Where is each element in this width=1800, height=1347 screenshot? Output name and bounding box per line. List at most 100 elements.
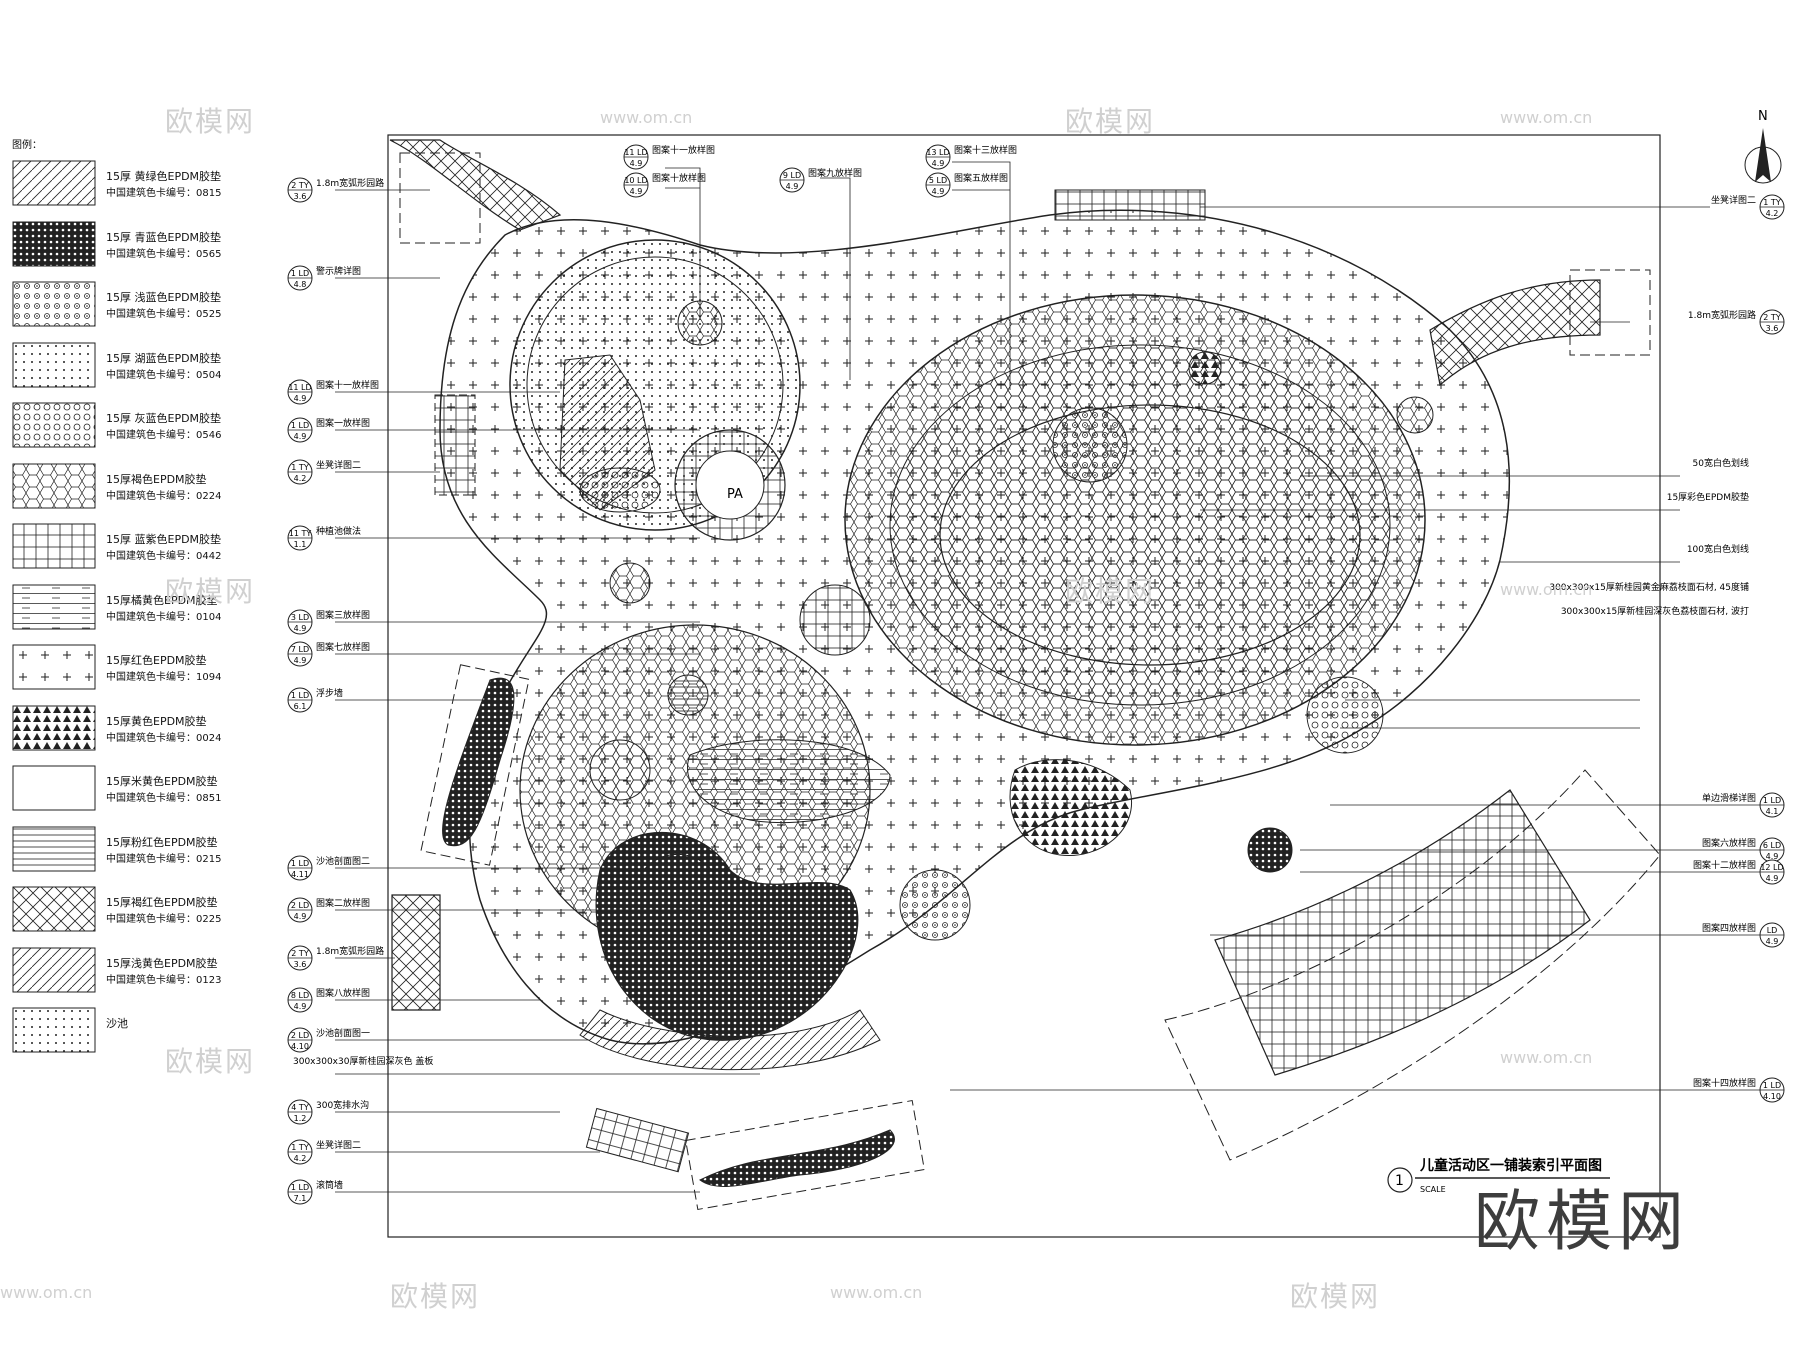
legend-item: 15厚浅黄色EPDM胶垫中国建筑色卡编号：0123 [12,947,342,995]
callout-sheet: 7.1 [294,1194,307,1203]
callout-ref: 2 LD [291,1031,309,1040]
callout-sheet: 3.6 [294,960,307,969]
legend-item: 15厚米黄色EPDM胶垫中国建筑色卡编号：0851 [12,765,342,813]
callout-text: 图案十一放样图 [652,144,715,156]
legend-item-code: 中国建筑色卡编号：0104 [106,611,222,623]
watermark-big: 欧模网 [1474,1183,1690,1260]
callout-ref: 1 LD [1763,796,1781,805]
path-frame-top-left [399,152,481,244]
legend-item-code: 中国建筑色卡编号：0504 [106,369,222,381]
large-ellipse-inner [939,404,1361,666]
legend-item: 15厚粉红色EPDM胶垫中国建筑色卡编号：0215 [12,826,342,874]
legend-item-code: 中国建筑色卡编号：0815 [106,188,222,199]
callout-sheet: 4.9 [1766,852,1779,861]
callout-sheet: 4.8 [294,280,307,289]
callout-text: 50宽白色划线 [1693,457,1749,469]
legend-item-code: 中国建筑色卡编号：0225 [106,914,222,925]
circle-ring-upper-left [526,256,784,514]
callout-ref: 3 LD [291,613,309,622]
callout-sheet: 4.9 [294,394,307,403]
callout-ref: 2 LD [291,901,309,910]
patch-planks [687,739,891,823]
legend-item-code: 中国建筑色卡编号：0565 [106,248,222,260]
legend-item-code: 中国建筑色卡编号：1094 [106,672,222,683]
north-label: N [1758,109,1768,124]
round-feature-6 [1396,396,1434,434]
callout-sheet: 4.9 [1766,874,1779,883]
callout-ref: 6 LD [1763,841,1781,850]
callout-right_callouts: 300x300x15厚新桂园深灰色荔枝面石材, 波打 [1561,605,1749,617]
callout-sheet: 4.11 [291,870,309,879]
callout-right_callouts: 300x300x15厚新桂园黄金麻荔枝面石材, 45度铺 [1549,581,1749,593]
legend-item: 15厚 灰蓝色EPDM胶垫中国建筑色卡编号：0546 [12,402,342,450]
callout-ref: 8 LD [291,991,309,1000]
callout-ref: 1 LD [291,1183,309,1192]
leader-lines [335,161,1760,1193]
title-block: 1 儿童活动区一铺装索引平面图 SCALE [1387,1157,1610,1194]
round-feature-8 [899,869,971,941]
callout-text: 图案十四放样图 [1693,1077,1756,1089]
callout-text: 图案四放样图 [1702,922,1756,934]
slide [1247,827,1293,873]
callout-text: 图案十二放样图 [1693,859,1756,871]
path-left-bottom [391,894,441,1011]
callout-ref: 1 TY [1763,198,1781,207]
legend-swatch [12,1007,96,1053]
legend-item-code: 中国建筑色卡编号：0215 [106,853,222,865]
round-feature-2 [609,562,651,604]
legend-swatch [12,705,96,750]
legend-swatch [12,947,96,992]
legend-swatch [12,281,96,327]
legend-item: 15厚 黄绿色EPDM胶垫中国建筑色卡编号：0815 [12,160,342,208]
callout-left_callouts: 300x300x30厚新桂园深灰色 盖板 [293,1055,433,1067]
callout-sheet: 1.1 [294,540,307,549]
legend-item-name: 15厚褐色EPDM胶垫 [106,472,207,486]
callout-left_callouts: 11 LD 4.9 图案十一放样图 [287,379,379,405]
rolling-wall-bottom [699,1129,895,1187]
callout-right_callouts: 50宽白色划线 [1693,457,1749,469]
pa-label: PA [727,487,743,502]
callout-text: 100宽白色划线 [1687,543,1749,555]
legend-item-name: 15厚 灰蓝色EPDM胶垫 [106,412,222,425]
callout-text: 坐凳详图二 [1711,194,1756,206]
callout-ref: 11 LD [288,383,311,392]
callout-text: 图案十一放样图 [316,379,379,391]
legend-item: 15厚 湖蓝色EPDM胶垫中国建筑色卡编号：0504 [12,342,342,390]
callout-right_callouts: 2 TY3.61.8m宽弧形园路 [1688,309,1785,335]
round-feature-7 [799,584,871,656]
callout-sheet: 3.6 [294,192,307,201]
legend-item-name: 15厚红色EPDM胶垫 [106,654,207,667]
callout-ref: 1 LD [1763,1081,1781,1090]
rolling-wall-bottom-frame [685,1099,925,1211]
legend-item: 沙池 [12,1007,342,1055]
legend-item-name: 15厚橘黄色EPDM胶垫 [106,593,218,607]
north-arrow: N [1744,109,1782,184]
legend-item: 15厚红色EPDM胶垫中国建筑色卡编号：1094 [12,644,342,692]
legend-item-code: 中国建筑色卡编号：0546 [106,430,222,441]
callout-sheet: 4.9 [294,624,307,633]
callout-text: 警示牌详图 [316,265,361,277]
legend-swatch [12,402,96,448]
round-feature-3 [1052,407,1128,483]
legend-swatch [12,765,96,811]
sheet-frame [387,134,1661,1238]
callout-text: 图案五放样图 [954,172,1008,184]
legend-item-name: 15厚 湖蓝色EPDM胶垫 [106,351,222,365]
legend-item: 15厚橘黄色EPDM胶垫中国建筑色卡编号：0104 [12,584,342,632]
callout-right_callouts: 15厚彩色EPDM胶垫 [1667,491,1749,503]
callout-sheet: 4.9 [786,182,799,191]
patch-triangles [1009,759,1132,857]
callout-sheet: 4.9 [630,159,643,168]
callout-text: 图案八放样图 [316,987,370,999]
